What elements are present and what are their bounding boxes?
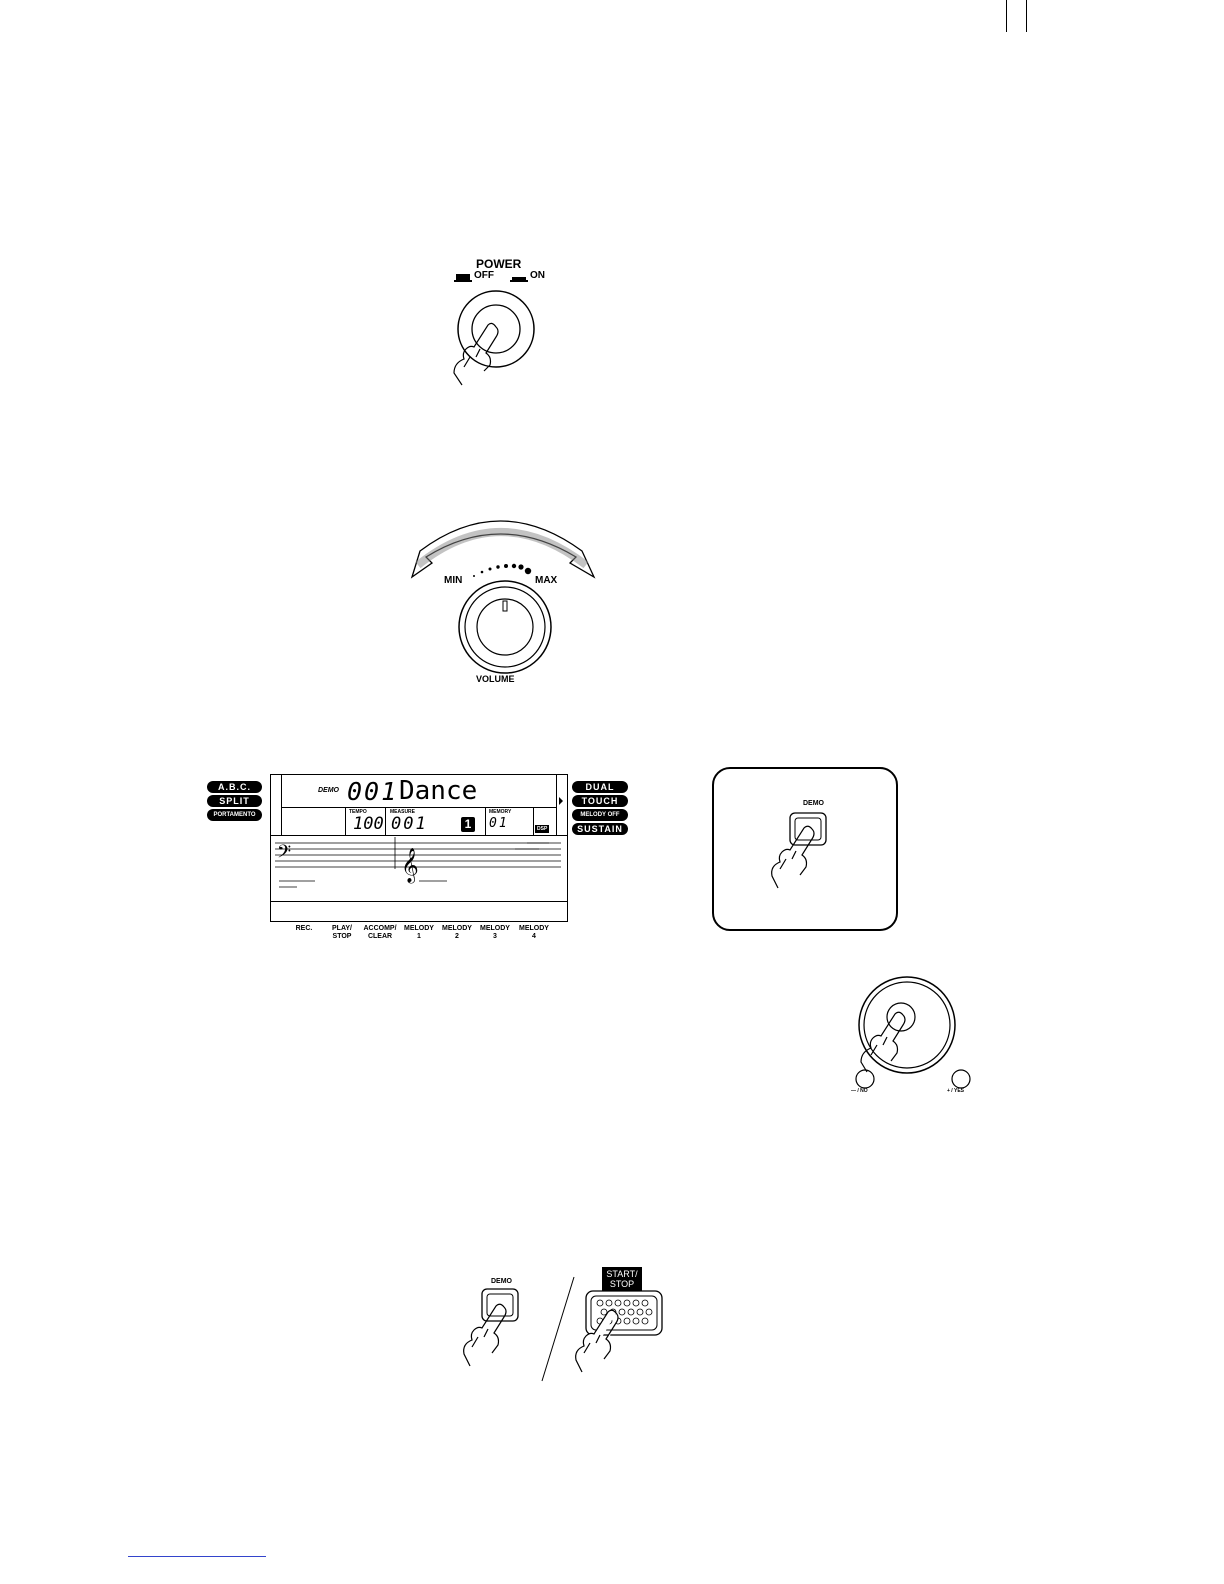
- badge-touch: TOUCH: [572, 795, 628, 807]
- power-button[interactable]: [440, 283, 580, 395]
- dial-minus-label: — / NO: [851, 1088, 868, 1094]
- start-stop-line-1: START/: [606, 1269, 637, 1279]
- demo-button[interactable]: [750, 809, 860, 909]
- lcd-music-staff: 𝄢 𝄞: [271, 837, 567, 899]
- melody-3-number: 3: [493, 933, 497, 940]
- lcd-demo-number: 001: [347, 777, 398, 806]
- clear-label: CLEAR: [368, 933, 392, 940]
- lcd-right-badges: DUAL TOUCH MELODY OFF SUSTAIN: [572, 781, 630, 835]
- power-on-label: ON: [530, 270, 545, 281]
- power-figure: POWER OFF ON: [440, 255, 580, 395]
- badge-split: SPLIT: [207, 795, 262, 807]
- melody-3-label: MELODY: [480, 925, 510, 932]
- footer-rule: [128, 1556, 266, 1557]
- data-dial-figure: — / NO + / YES: [835, 975, 985, 1100]
- minus-button[interactable]: [856, 1070, 874, 1088]
- accomp-label: ACCOMP/: [363, 925, 396, 932]
- dial-plus-label: + / YES: [947, 1088, 964, 1094]
- demo-button-label: DEMO: [803, 800, 824, 807]
- lcd-left-rail: [281, 775, 282, 835]
- stop-demo-figure: DEMO START/ STOP: [440, 1265, 670, 1390]
- lcd-memory-value: 01: [489, 816, 509, 831]
- lcd-measure-value: 001: [391, 814, 428, 834]
- lcd-beat-value: 1: [461, 817, 475, 832]
- play-stop-label-1: PLAY/: [332, 925, 352, 932]
- melody-4-number: 4: [532, 933, 536, 940]
- treble-clef-icon: 𝄞: [401, 848, 419, 884]
- melody-2-number: 2: [455, 933, 459, 940]
- data-dial[interactable]: [835, 975, 985, 1090]
- rec-label: REC.: [296, 925, 313, 932]
- play-stop-label-2: STOP: [333, 933, 352, 940]
- badge-sustain: SUSTAIN: [572, 823, 628, 835]
- badge-portamento: PORTAMENTO: [207, 809, 262, 821]
- rec-button[interactable]: REC.: [284, 925, 324, 933]
- lcd-right-arrow-icon: [559, 797, 563, 805]
- pressing-hand-icon: [576, 1310, 618, 1372]
- plus-button[interactable]: [952, 1070, 970, 1088]
- lcd-dsp-indicator: DSP: [535, 825, 549, 833]
- volume-knob[interactable]: [455, 577, 555, 677]
- start-stop-button[interactable]: [550, 1287, 670, 1390]
- lcd-demo-indicator: DEMO: [318, 787, 339, 794]
- play-stop-button[interactable]: PLAY/STOP: [322, 925, 362, 941]
- badge-melody-off: MELODY OFF: [572, 809, 628, 821]
- lcd-display: DEMO 001 Dance TEMPO 100 MEASURE 001 1 M…: [270, 774, 568, 922]
- melody-4-label: MELODY: [519, 925, 549, 932]
- demo-button-panel: DEMO: [712, 767, 898, 931]
- pressing-hand-icon: [772, 826, 814, 888]
- melody-2-label: MELODY: [442, 925, 472, 932]
- page-edge-line-left: [1006, 0, 1007, 32]
- lcd-demo-name: Dance: [399, 776, 477, 806]
- accomp-clear-button[interactable]: ACCOMP/CLEAR: [360, 925, 400, 941]
- pressing-hand-icon: [454, 323, 498, 385]
- lcd-tempo-value: 100: [353, 814, 384, 834]
- lcd-left-badges: A.B.C. SPLIT PORTAMENTO: [207, 781, 263, 821]
- melody-1-label: MELODY: [404, 925, 434, 932]
- lcd-staff-bottom-divider: [271, 901, 567, 902]
- power-off-label: OFF: [474, 270, 494, 281]
- stop-demo-label: DEMO: [491, 1278, 512, 1285]
- stop-demo-button[interactable]: [440, 1287, 550, 1387]
- bass-clef-icon: 𝄢: [277, 842, 291, 867]
- badge-abc: A.B.C.: [207, 781, 262, 793]
- volume-figure: MIN MAX VOLUME: [400, 505, 605, 690]
- pressing-hand-icon: [464, 1304, 506, 1366]
- power-title: POWER: [476, 257, 521, 271]
- melody-1-number: 1: [417, 933, 421, 940]
- lcd-row-divider: [271, 835, 567, 836]
- page-edge-line-right: [1026, 0, 1027, 32]
- lcd-memory-label: MEMORY: [489, 809, 511, 815]
- badge-dual: DUAL: [572, 781, 628, 793]
- volume-label: VOLUME: [476, 674, 515, 684]
